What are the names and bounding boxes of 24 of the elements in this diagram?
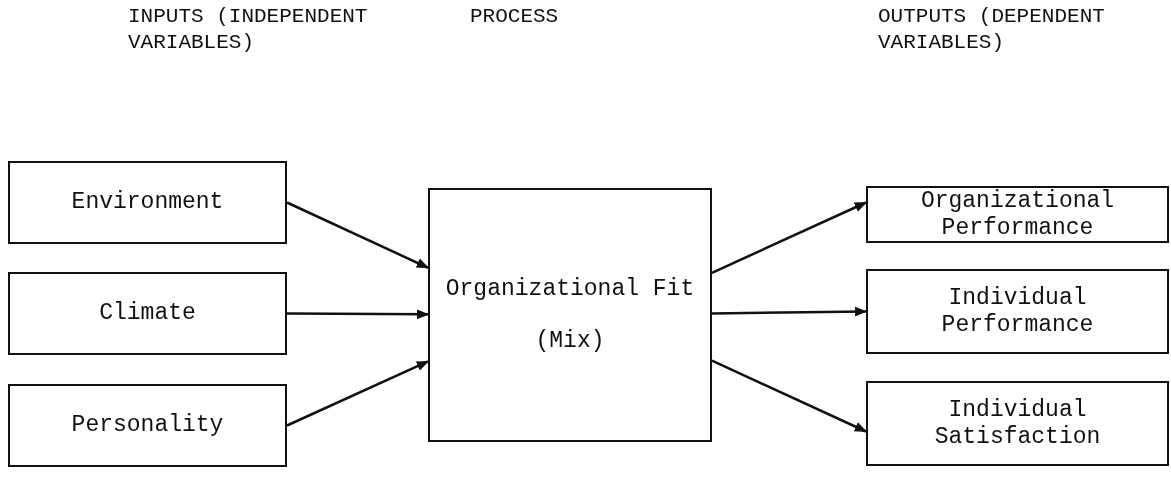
arrow: [712, 306, 868, 317]
column-heading: PROCESS: [470, 4, 559, 30]
box-label: Individual Performance: [940, 285, 1095, 338]
box-label: Organizational Performance: [919, 188, 1116, 241]
process-box: [866, 381, 1169, 466]
column-heading: INPUTS (INDEPENDENT VARIABLES): [128, 4, 369, 57]
arrow: [286, 360, 430, 427]
arrow: [711, 359, 868, 433]
process-box: [428, 188, 712, 442]
arrow: [286, 201, 430, 269]
box-label: Organizational Fit: [445, 275, 695, 302]
process-box: [866, 186, 1169, 243]
process-box: [8, 161, 287, 244]
process-box: [866, 269, 1169, 354]
arrow: [711, 201, 868, 274]
process-box: [8, 272, 287, 355]
process-box: [8, 384, 287, 467]
box-label: (Mix): [535, 328, 605, 355]
box-label: Individual Satisfaction: [933, 397, 1102, 450]
column-heading: OUTPUTS (DEPENDENT VARIABLES): [878, 4, 1106, 57]
arrow: [287, 309, 430, 320]
box-label: Environment: [71, 189, 224, 216]
box-label: Climate: [99, 300, 196, 327]
box-label: Personality: [71, 412, 224, 439]
